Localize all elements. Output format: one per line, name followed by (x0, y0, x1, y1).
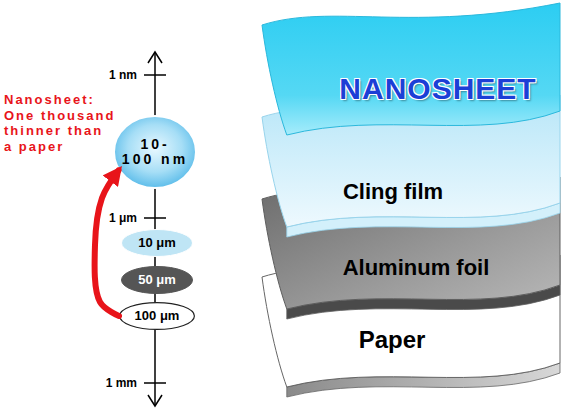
ellipse-shape (122, 230, 193, 257)
axis-line (154, 53, 156, 405)
node-label: Aluminum foil (343, 256, 490, 280)
node-label: Paper (359, 327, 426, 353)
axis-arrowhead (148, 52, 162, 63)
axis-tick (144, 217, 166, 219)
ellipse-shape (120, 303, 195, 330)
sheet-shape (262, 177, 560, 309)
size-ellipse: 100 μm (119, 302, 195, 330)
material-sheet: NANOSHEET (262, 3, 560, 153)
size-ellipse: 10 μm (121, 229, 193, 257)
node-label: Cling film (343, 180, 443, 204)
sheet-shape (262, 255, 560, 387)
axis-tick (144, 382, 166, 384)
size-ellipse: 50 μm (121, 266, 193, 294)
sheet-shape (262, 95, 560, 227)
node-label: 100 μm (135, 309, 180, 323)
size-ellipse: 10- 100 nm (113, 115, 197, 189)
axis-tick-label: 1 nm (109, 68, 137, 82)
axis-tick-label: 1 mm (106, 376, 137, 390)
ellipse-shape (114, 116, 196, 188)
ellipse-shape (122, 267, 193, 294)
axis-tick (144, 74, 166, 76)
sheet-shape (262, 3, 560, 135)
size-arrow (95, 171, 119, 317)
axis-tick-label: 1 μm (109, 211, 137, 225)
node-label: 10- 100 nm (121, 137, 188, 168)
node-label: 50 μm (138, 273, 176, 287)
axis-arrowhead (148, 395, 162, 406)
node-label: NANOSHEET (339, 72, 536, 105)
callout-note: Nanosheet: One thousand thinner than a p… (4, 92, 117, 154)
node-label: 10 μm (138, 236, 176, 250)
